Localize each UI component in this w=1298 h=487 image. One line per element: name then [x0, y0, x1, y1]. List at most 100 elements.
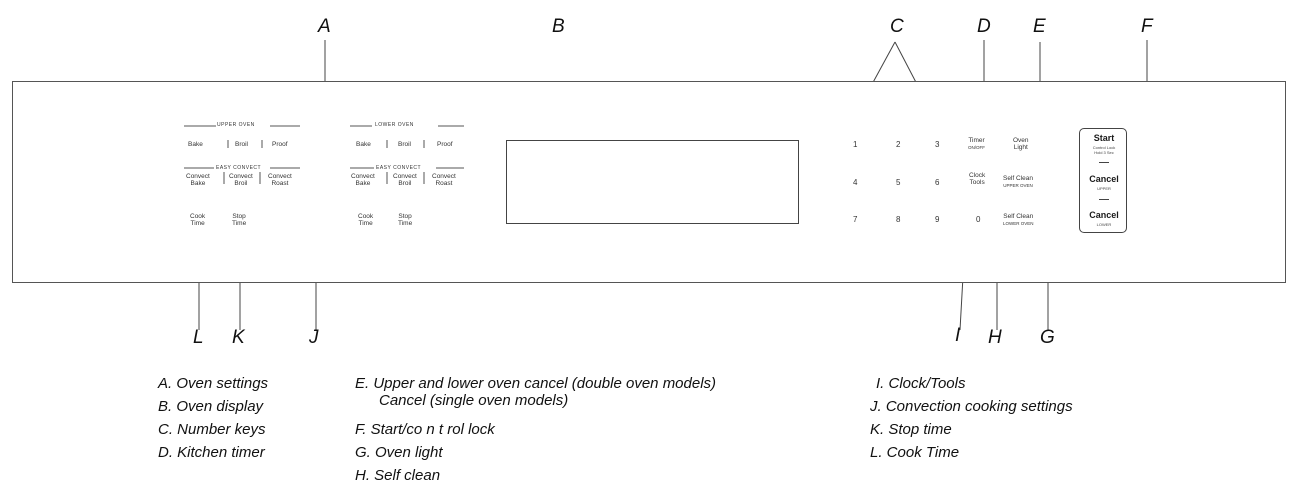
self-clean-upper-line2: UPPER OVEN	[1003, 183, 1033, 188]
oven-light-line1: Oven	[1013, 137, 1029, 144]
upper-convect-roast-line1: Convect	[268, 173, 292, 180]
key-5[interactable]: 5	[896, 178, 901, 187]
timer-line2: ON/OFF	[968, 145, 985, 150]
key-4[interactable]: 4	[853, 178, 858, 187]
lower-proof-button[interactable]: Proof	[437, 141, 453, 148]
control-lock-line2: Hold 3 Sec	[1094, 150, 1114, 155]
clock-tools-line2: Tools	[969, 179, 985, 186]
cancel-upper-button[interactable]: Cancel	[1089, 174, 1119, 184]
key-0[interactable]: 0	[976, 215, 981, 224]
oven-display	[506, 140, 799, 224]
lower-easy-convect-heading: EASY CONVECT	[376, 165, 422, 171]
key-9[interactable]: 9	[935, 215, 940, 224]
legend-item-c: C. Number keys	[158, 421, 266, 438]
cancel-lower-label: LOWER	[1096, 222, 1112, 227]
upper-convect-bake-line2: Bake	[190, 180, 206, 187]
upper-convect-roast-line2: Roast	[271, 180, 289, 187]
upper-stop-time-line2: Time	[232, 220, 247, 227]
upper-broil-button[interactable]: Broil	[235, 141, 249, 148]
lower-bake-button[interactable]: Bake	[356, 141, 371, 148]
key-6[interactable]: 6	[935, 178, 940, 187]
callout-l: L	[193, 327, 204, 348]
legend-item-e-cont: Cancel (single oven models)	[379, 392, 569, 409]
legend-item-g: G. Oven light	[355, 444, 443, 461]
key-2[interactable]: 2	[896, 140, 901, 149]
upper-proof-button[interactable]: Proof	[272, 141, 288, 148]
cancel-lower-button[interactable]: Cancel	[1089, 210, 1119, 220]
lower-stop-time-line2: Time	[398, 220, 413, 227]
lower-convect-broil-line1: Convect	[393, 173, 417, 180]
legend-item-a: A. Oven settings	[158, 375, 269, 392]
lower-convect-bake-line1: Convect	[351, 173, 375, 180]
callout-g: G	[1040, 327, 1055, 348]
start-divider	[1099, 162, 1109, 163]
oven-light-line2: Light	[1013, 144, 1028, 151]
upper-easy-convect-heading: EASY CONVECT	[216, 165, 262, 171]
legend-item-l: L. Cook Time	[870, 444, 960, 461]
legend-item-i: I. Clock/Tools	[876, 375, 966, 392]
lower-oven-heading: LOWER OVEN	[375, 122, 414, 128]
self-clean-lower-line2: LOWER OVEN	[1003, 221, 1034, 226]
lower-stop-time-line1: Stop	[398, 213, 412, 220]
legend-item-f: F. Start/co n t rol lock	[355, 421, 495, 438]
start-button[interactable]: Start	[1093, 133, 1115, 143]
upper-convect-bake-line1: Convect	[186, 173, 210, 180]
cancel-upper-label: UPPER	[1097, 186, 1111, 191]
upper-convect-broil-line2: Broil	[234, 180, 248, 187]
callout-f: F	[1141, 16, 1153, 37]
lower-cook-time-line2: Time	[358, 220, 373, 227]
upper-cook-time-line2: Time	[190, 220, 205, 227]
upper-bake-button[interactable]: Bake	[188, 141, 203, 148]
upper-stop-time-line1: Stop	[232, 213, 246, 220]
lower-convect-bake-line2: Bake	[355, 180, 371, 187]
lower-convect-roast-line1: Convect	[432, 173, 456, 180]
legend-item-e: E. Upper and lower oven cancel (double o…	[355, 375, 717, 392]
callout-h: H	[988, 327, 1002, 348]
legend-item-b: B. Oven display	[158, 398, 264, 415]
callout-i: I	[955, 325, 961, 346]
callout-b: B	[552, 16, 565, 37]
start-cancel-panel: Start Control Lock Hold 3 Sec Cancel UPP…	[1079, 128, 1127, 233]
self-clean-upper-line1: Self Clean	[1003, 175, 1033, 182]
upper-oven-heading: UPPER OVEN	[217, 122, 255, 128]
callout-d: D	[977, 16, 991, 37]
control-lock-line1: Control Lock	[1092, 145, 1116, 150]
timer-line1: Timer	[968, 137, 985, 144]
legend-item-d: D. Kitchen timer	[158, 444, 265, 461]
cancel-divider	[1099, 199, 1109, 200]
legend-item-k: K. Stop time	[870, 421, 952, 438]
key-8[interactable]: 8	[896, 215, 901, 224]
self-clean-lower-line1: Self Clean	[1003, 213, 1034, 220]
upper-convect-broil-line1: Convect	[229, 173, 253, 180]
key-3[interactable]: 3	[935, 140, 940, 149]
callout-a: A	[318, 16, 331, 37]
lower-convect-roast-line2: Roast	[435, 180, 453, 187]
callout-c: C	[890, 16, 904, 37]
callout-k: K	[232, 327, 245, 348]
lower-broil-button[interactable]: Broil	[398, 141, 412, 148]
upper-cook-time-line1: Cook	[190, 213, 206, 220]
callout-j: J	[309, 327, 319, 348]
legend-item-j: J. Convection cooking settings	[870, 398, 1073, 415]
legend-item-h: H. Self clean	[355, 467, 441, 484]
callout-e: E	[1033, 16, 1046, 37]
key-7[interactable]: 7	[853, 215, 858, 224]
key-1[interactable]: 1	[853, 140, 858, 149]
